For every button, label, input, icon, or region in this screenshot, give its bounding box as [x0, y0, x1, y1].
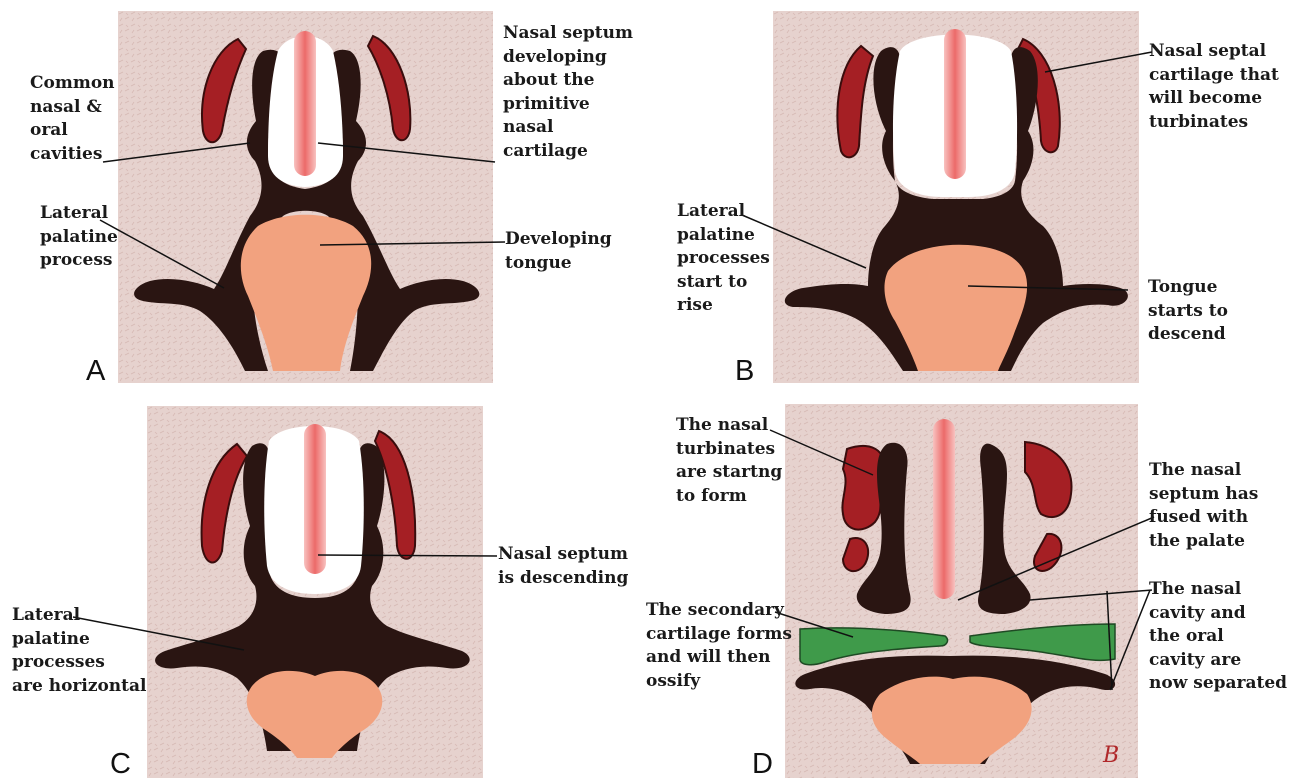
- artist-signature: B: [1102, 743, 1119, 768]
- panel-a-letter: A: [86, 355, 105, 388]
- label-a-tongue: Developing tongue: [505, 228, 612, 275]
- panel-c-letter: C: [110, 748, 131, 781]
- label-d-separated: The nasal cavity and the oral cavity are…: [1149, 578, 1287, 696]
- label-d-fused: The nasal septum has fused with the pala…: [1149, 459, 1258, 553]
- panel-a-illustration: [118, 11, 493, 383]
- label-c-septum: Nasal septum is descending: [498, 543, 628, 590]
- panel-d: B: [785, 404, 1138, 778]
- panel-d-illustration: B: [785, 404, 1138, 778]
- panel-b: [773, 11, 1139, 383]
- label-a-septum: Nasal septum developing about the primit…: [503, 22, 633, 163]
- label-a-lateral: Lateral palatine process: [40, 202, 118, 273]
- label-b-cartilage: Nasal septal cartilage that will become …: [1149, 40, 1279, 134]
- panel-b-illustration: [773, 11, 1139, 383]
- panel-c-illustration: [147, 406, 483, 778]
- label-c-lateral: Lateral palatine processes are horizonta…: [12, 604, 147, 698]
- label-b-tongue: Tongue starts to descend: [1148, 276, 1228, 347]
- label-d-secondary: The secondary cartilage forms and will t…: [646, 599, 792, 693]
- label-b-lateral: Lateral palatine processes start to rise: [677, 200, 770, 318]
- label-d-turbinates: The nasal turbinates are startng to form: [676, 414, 782, 508]
- panel-d-letter: D: [752, 748, 773, 781]
- label-a-cavities: Common nasal & oral cavities: [30, 72, 115, 166]
- panel-c: [147, 406, 483, 778]
- panel-b-letter: B: [735, 355, 754, 388]
- panel-a: [118, 11, 493, 383]
